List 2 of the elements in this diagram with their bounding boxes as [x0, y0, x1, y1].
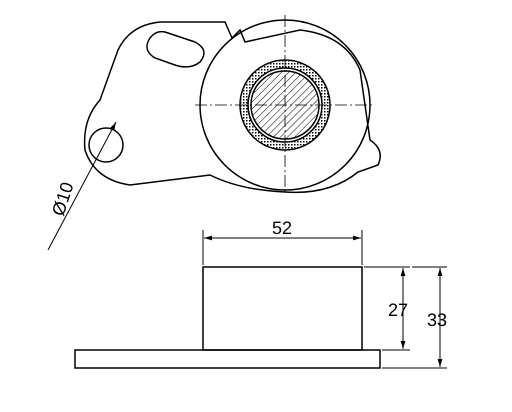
dimension-value: Ø10	[48, 180, 78, 218]
dimension-value: 52	[272, 218, 292, 238]
